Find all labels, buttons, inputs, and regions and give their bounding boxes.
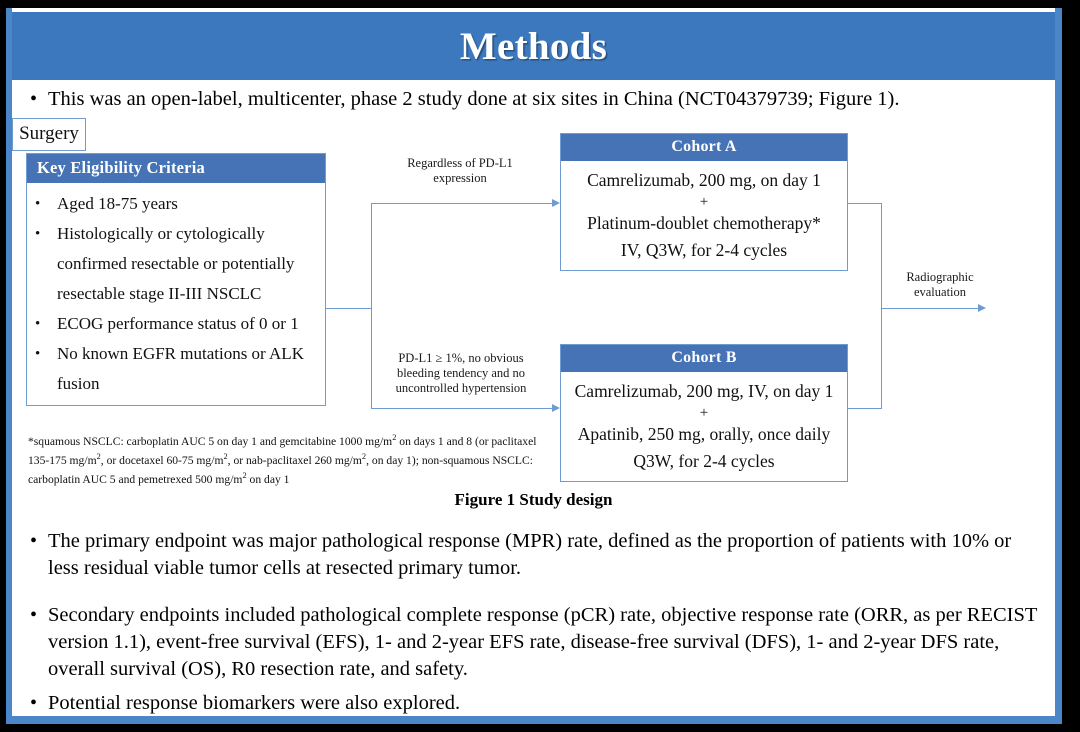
connector-split-vertical <box>371 203 373 409</box>
bullet-marker: • <box>35 316 41 332</box>
list-item: • Aged 18-75 years <box>35 189 317 219</box>
cohort-b-header: Cohort B <box>561 345 847 372</box>
chemotherapy-footnote: *squamous NSCLC: carboplatin AUC 5 on da… <box>28 430 558 487</box>
biomarkers-text: Potential response biomarkers were also … <box>48 692 461 714</box>
criterion-text: Aged 18-75 years <box>57 194 178 213</box>
connector-merge-vertical <box>881 203 883 409</box>
bullet-marker: • <box>30 530 38 552</box>
footnote-sup-5: 2 <box>242 471 247 481</box>
connector-to-cohort-a <box>371 203 552 205</box>
primary-endpoint-text: The primary endpoint was major pathologi… <box>48 530 1012 579</box>
cohort-a-line-3: IV, Q3W, for 2-4 cycles <box>620 240 788 260</box>
cohort-a-line-2: Platinum-doublet chemotherapy* <box>587 213 821 233</box>
secondary-endpoints-bullet: • Secondary endpoints included pathologi… <box>26 602 1046 683</box>
intro-bullet-text: This was an open-label, multicenter, pha… <box>48 88 900 110</box>
cohort-a-header: Cohort A <box>561 134 847 161</box>
frame-left-edge <box>6 8 12 724</box>
footnote-part-5: , on day 1); non-squamous NSCLC: carbopl… <box>28 453 533 486</box>
bullet-marker: • <box>35 346 41 362</box>
edge-label-bottom: PD-L1 ≥ 1%, no obvious bleeding tendency… <box>377 351 545 396</box>
slide-title-bar: Methods <box>12 12 1055 80</box>
intro-bullet: • This was an open-label, multicenter, p… <box>26 86 1046 113</box>
bullet-marker: • <box>30 692 38 714</box>
list-item: • Histologically or cytologically confirm… <box>35 219 317 309</box>
cohort-b-line-1: Camrelizumab, 200 mg, IV, on day 1 <box>574 381 834 401</box>
bullet-marker: • <box>35 226 41 242</box>
edge-label-top-text: Regardless of PD-L1 expression <box>407 156 513 185</box>
footnote-part-1: *squamous NSCLC: carboplatin AUC 5 on da… <box>28 434 393 448</box>
cohort-a-body: Camrelizumab, 200 mg, on day 1 + Platinu… <box>561 161 847 270</box>
eligibility-criteria-list: • Aged 18-75 years • Histologically or cyt… <box>35 189 317 399</box>
list-item: • No known EGFR mutations or ALK fusion <box>35 339 317 399</box>
connector-cohort-a-out <box>848 203 882 205</box>
cohort-b-line-2: Apatinib, 250 mg, orally, once daily <box>577 424 831 444</box>
footnote-sup-1: 2 <box>392 433 397 442</box>
footnote-part-4: , or nab-paclitaxel 260 mg/m <box>227 453 362 467</box>
cohort-b-box: Cohort B Camrelizumab, 200 mg, IV, on da… <box>560 344 848 482</box>
footnote-sup-2: 2 <box>96 452 101 462</box>
eligibility-criteria-box: Key Eligibility Criteria • Aged 18-75 yea… <box>26 153 326 406</box>
surgery-box: Surgery <box>12 118 86 151</box>
cohort-b-plus: + <box>699 405 709 421</box>
biomarkers-bullet: • Potential response biomarkers were als… <box>26 690 1046 717</box>
figure-caption: Figure 1 Study design <box>454 490 613 509</box>
cohort-a-box: Cohort A Camrelizumab, 200 mg, on day 1 … <box>560 133 848 271</box>
page-title: Methods <box>459 24 608 68</box>
cohort-a-line-1: Camrelizumab, 200 mg, on day 1 <box>587 170 821 190</box>
criterion-text: Histologically or cytologically confirme… <box>57 224 295 303</box>
frame-right-edge <box>1055 8 1062 724</box>
surgery-label: Surgery <box>19 123 79 144</box>
connector-cohort-b-out <box>848 408 882 410</box>
cohort-b-line-3: Q3W, for 2-4 cycles <box>633 451 775 471</box>
arrow-head-cohort-a <box>552 199 560 207</box>
secondary-endpoints-text: Secondary endpoints included pathologica… <box>48 604 1038 680</box>
eligibility-body: • Aged 18-75 years • Histologically or cyt… <box>27 183 325 405</box>
frame-bottom-edge <box>6 714 1062 724</box>
connector-to-cohort-b <box>371 408 552 410</box>
cohort-b-body: Camrelizumab, 200 mg, IV, on day 1 + Apa… <box>561 372 847 481</box>
bullet-marker: • <box>35 196 41 212</box>
list-item: • ECOG performance status of 0 or 1 <box>35 309 317 339</box>
cohort-a-plus: + <box>699 194 709 210</box>
connector-eligibility-stub <box>326 308 372 310</box>
footnote-part-3: , or docetaxel 60-75 mg/m <box>100 453 224 467</box>
edge-label-top: Regardless of PD-L1 expression <box>390 156 530 186</box>
connector-to-surgery <box>881 308 979 310</box>
bullet-marker: • <box>30 604 38 626</box>
edge-label-radiographic-text: Radiographic evaluation <box>906 270 974 299</box>
primary-endpoint-bullet: • The primary endpoint was major patholo… <box>26 528 1046 582</box>
edge-label-bottom-text: PD-L1 ≥ 1%, no obvious bleeding tendency… <box>395 351 527 395</box>
criterion-text: ECOG performance status of 0 or 1 <box>57 314 299 333</box>
footnote-sup-3: 2 <box>223 452 228 462</box>
footnote-part-2: on days 1 and 8 (or paclitaxel 135-175 m… <box>28 434 537 467</box>
eligibility-header: Key Eligibility Criteria <box>27 154 325 183</box>
footnote-sup-4: 2 <box>361 452 367 462</box>
criterion-text: No known EGFR mutations or ALK fusion <box>57 344 304 393</box>
study-design-diagram: Key Eligibility Criteria • Aged 18-75 yea… <box>12 118 1055 518</box>
arrow-head-surgery <box>978 304 986 312</box>
footnote-part-6: on day 1 <box>246 472 290 486</box>
arrow-head-cohort-b <box>552 404 560 412</box>
slide-canvas: Methods • This was an open-label, multic… <box>12 8 1055 716</box>
edge-label-radiographic: Radiographic evaluation <box>892 270 988 300</box>
bullet-marker: • <box>30 88 38 110</box>
